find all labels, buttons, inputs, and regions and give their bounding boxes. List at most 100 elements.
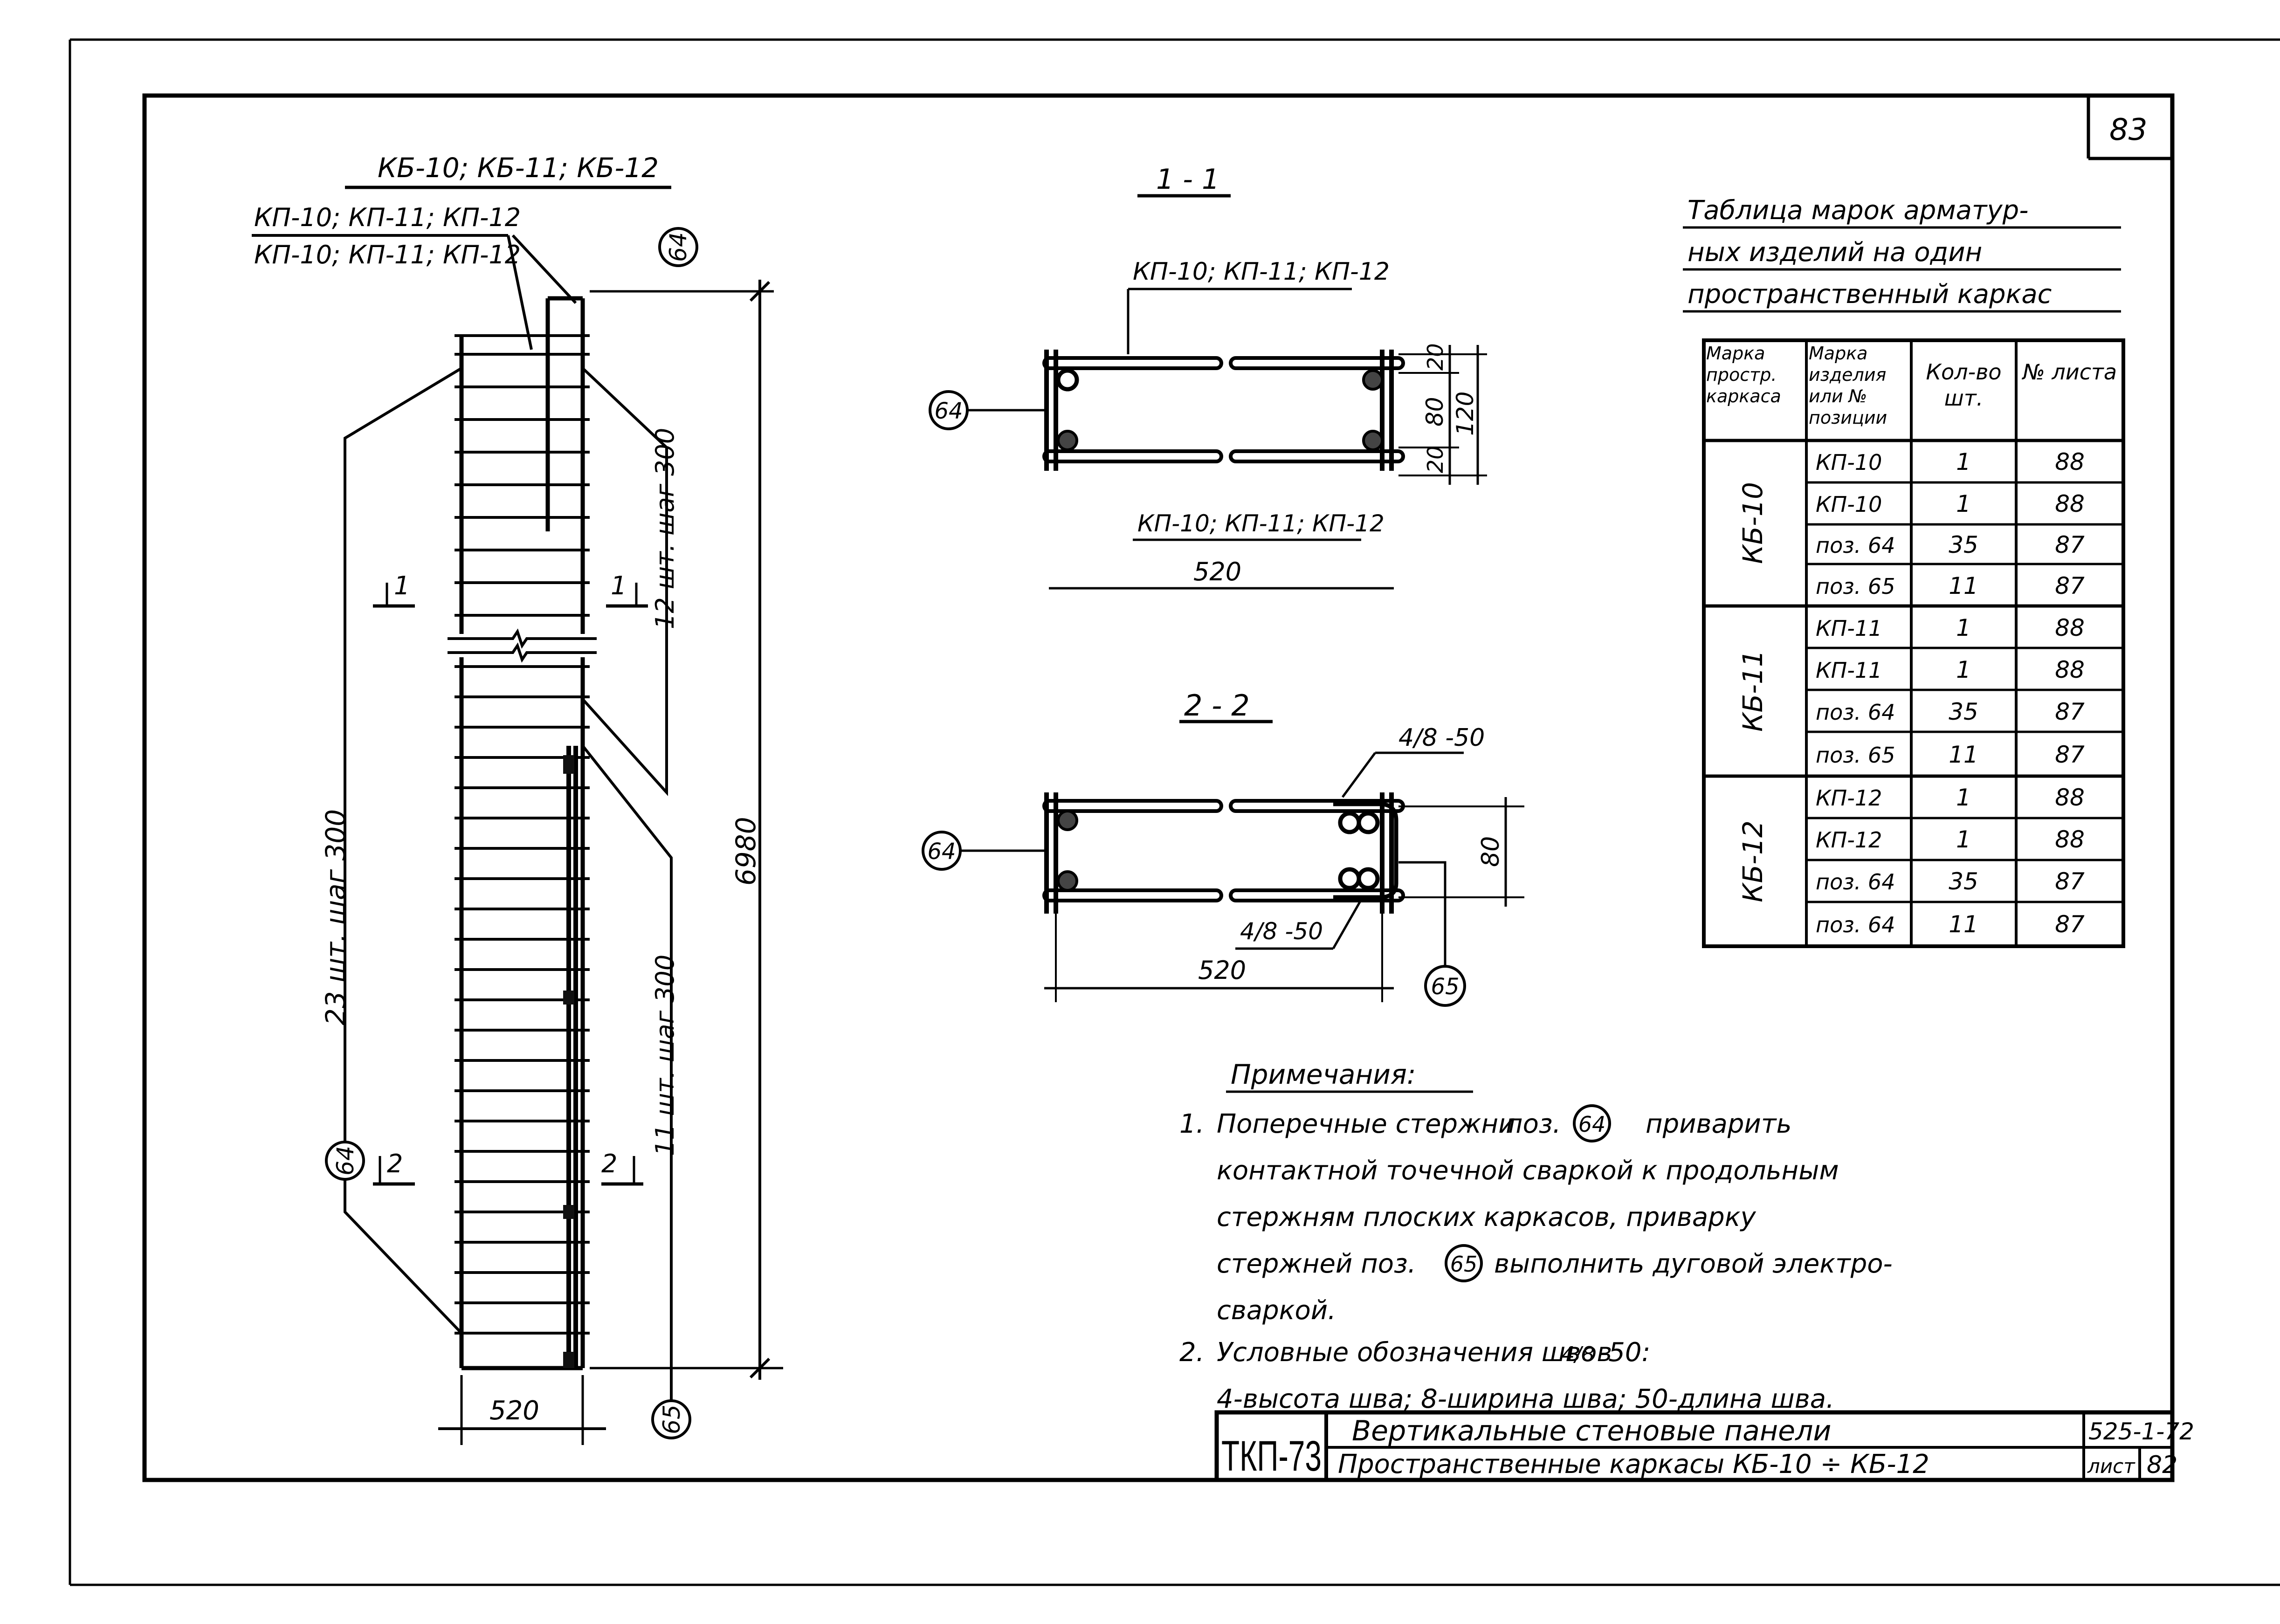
main-view-title: КБ-10; КБ-11; КБ-12 (378, 152, 659, 184)
main-label-a: КП-10; КП-11; КП-12 (254, 203, 521, 232)
note-1-pos-64: 64 (1578, 1112, 1606, 1137)
table-cell-item: поз. 64 (1816, 700, 1895, 725)
table-cell-qty: 11 (1949, 911, 1978, 938)
section-2-2: 2 - 2 4/8 -50 64 65 4/8 -50 (922, 688, 1524, 1007)
pos-64-top-callout: 64 (658, 227, 698, 267)
table-cell-sheet: 87 (2055, 911, 2085, 938)
table-cell-qty: 1 (1956, 656, 1971, 683)
title-block: ТКП-73 Вертикальные стеновые панели Прос… (1214, 1410, 2194, 1482)
note-1-line-2: контактной точечной сваркой к продольным (1217, 1156, 1839, 1186)
note-1-number: 1. (1179, 1109, 1204, 1139)
drawing-frame (142, 93, 2175, 1482)
stamp-code: 525-1-72 (2088, 1418, 2194, 1445)
table-cell-qty: 11 (1949, 741, 1978, 768)
table-cell-item: поз. 65 (1816, 743, 1895, 768)
section-1-label-top: КП-10; КП-11; КП-12 (1133, 258, 1390, 286)
pos-64-left-label: 64 (332, 1146, 359, 1176)
pos-64-top-label: 64 (665, 232, 692, 262)
section-1-label-bottom: КП-10; КП-11; КП-12 (1137, 510, 1385, 537)
section-2-pos-65-label: 65 (1431, 974, 1459, 1000)
table-cell-item: КП-12 (1816, 827, 1882, 853)
note-1-line-4b: выполнить дуговой электро- (1494, 1249, 1893, 1279)
spacing-right-bottom-label: 11 шт. шаг 300 (650, 955, 680, 1156)
note-1-pos-65: 65 (1450, 1252, 1478, 1277)
marks-table: Таблица марок арматур- ных изделий на од… (1683, 195, 2125, 948)
cut-2-right-label: 2 (601, 1149, 617, 1178)
table-cell-item: поз. 64 (1816, 869, 1895, 895)
note-1-line-5: сваркой. (1217, 1295, 1336, 1326)
cut-1-right-label: 1 (611, 571, 627, 600)
table-cell-item: КП-10 (1816, 450, 1882, 475)
section-1-title: 1 - 1 (1156, 163, 1219, 196)
table-cell-sheet: 87 (2055, 698, 2085, 725)
table-cell-qty: 35 (1949, 531, 1978, 558)
table-cell-qty: 11 (1949, 572, 1978, 599)
table-group-3-frame: КБ-12 (1737, 820, 1769, 902)
table-cell-item: КП-11 (1816, 658, 1882, 683)
table-cell-item: поз. 64 (1816, 533, 1895, 558)
table-cell-sheet: 87 (2055, 572, 2085, 599)
table-header-item: Марка изделия или № позиции (1809, 343, 1887, 428)
note-2-fraction: 4/8 (1562, 1342, 1595, 1366)
table-cell-item: поз. 64 (1816, 912, 1895, 937)
table-cell-sheet: 88 (2055, 448, 2085, 475)
note-1-text-c: приварить (1646, 1109, 1791, 1139)
stamp-series: ТКП-73 (1221, 1432, 1322, 1480)
table-cell-qty: 1 (1956, 490, 1971, 517)
table-cell-qty: 1 (1956, 448, 1971, 475)
note-1-line-4a: стержней поз. (1217, 1249, 1416, 1279)
table-cell-qty: 35 (1949, 868, 1978, 895)
table-cell-qty: 1 (1956, 614, 1971, 641)
stamp-title-2: Пространственные каркасы КБ-10 ÷ КБ-12 (1338, 1449, 1929, 1479)
section-2-weld-bottom: 4/8 -50 (1240, 918, 1323, 945)
notes-title: Примечания: (1231, 1059, 1416, 1090)
table-title-line-3: пространственный каркас (1688, 279, 2052, 310)
table-cell-sheet: 87 (2055, 741, 2085, 768)
table-header-sheet: № листа (2022, 359, 2117, 385)
note-2-line-2: 4-высота шва; 8-ширина шва; 50-длина шва… (1217, 1384, 1834, 1414)
section-1-dim-mid: 80 (1421, 397, 1448, 427)
section-1-1: 1 - 1 КП-10; КП-11; КП-12 64 20 80 (929, 163, 1487, 590)
stamp-title-1: Вертикальные стеновые панели (1352, 1415, 1831, 1447)
stamp-sheet-label: лист (2087, 1455, 2135, 1478)
note-2-text-b: -50: (1599, 1337, 1650, 1368)
table-cell-sheet: 88 (2055, 614, 2085, 641)
table-cell-qty: 1 (1956, 784, 1971, 811)
section-2-width: 520 (1198, 956, 1246, 985)
table-cell-sheet: 88 (2055, 826, 2085, 853)
note-1-text-b: поз. (1506, 1109, 1561, 1139)
note-1-text-a: Поперечные стержни (1217, 1109, 1515, 1139)
note-2-number: 2. (1179, 1337, 1204, 1368)
sheet-corner-number: 83 (2087, 96, 2172, 160)
pos-64-left-callout: 64 (325, 1141, 365, 1181)
table-cell-item: поз. 65 (1816, 574, 1895, 599)
table-cell-qty: 1 (1956, 826, 1971, 853)
table-cell-sheet: 87 (2055, 868, 2085, 895)
table-cell-sheet: 87 (2055, 531, 2085, 558)
notes-block: Примечания: 1. Поперечные стержни поз. 6… (1179, 1059, 1893, 1414)
section-1-pos-64-callout: 64 (929, 390, 1044, 430)
spacing-right-top-label: 12 шт. шаг 300 (650, 428, 680, 629)
length-dimension: 6980 (730, 817, 762, 886)
section-2-pos-65-callout: 65 (1398, 861, 1466, 1007)
cut-2-left-label: 2 (387, 1149, 403, 1178)
section-2-weld-top: 4/8 -50 (1398, 724, 1485, 752)
main-width-dimension: 520 (489, 1396, 539, 1426)
table-cell-item: КП-11 (1816, 616, 1882, 641)
stamp-sheet-number: 82 (2147, 1451, 2177, 1479)
table-cell-item: КП-10 (1816, 492, 1882, 517)
section-1-dim-total: 120 (1452, 392, 1479, 436)
table-group-1-frame: КБ-10 (1737, 482, 1769, 564)
note-2-text-a: Условные обозначения швов (1217, 1337, 1612, 1368)
section-1-dim-bottom: 20 (1423, 446, 1448, 473)
section-2-pos-64-label: 64 (927, 839, 956, 865)
table-title-line-1: Таблица марок арматур- (1688, 195, 2028, 226)
main-view: КБ-10; КБ-11; КБ-12 КП-10; КП-11; КП-12 … (252, 152, 783, 1445)
table-title-line-2: ных изделий на один (1688, 237, 1982, 268)
pos-65-bottom-callout: 65 (651, 1366, 691, 1439)
section-1-pos-64-label: 64 (934, 398, 963, 424)
pos-65-bottom-label: 65 (658, 1404, 685, 1434)
section-2-title: 2 - 2 (1184, 688, 1250, 723)
cut-mark-1: 1 1 (373, 571, 648, 608)
